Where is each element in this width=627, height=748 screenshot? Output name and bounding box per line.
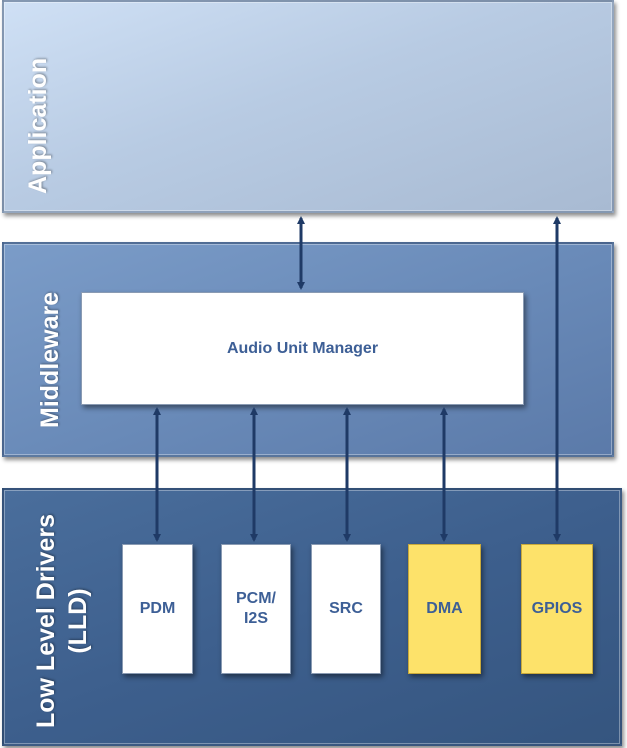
pdm-label: PDM [139,600,176,617]
pdm-driver-box: PDM [122,544,193,674]
src-label: SRC [329,600,363,617]
middleware-label: Middleware [36,291,64,428]
lld-label: Low Level Drivers (LLD) [30,514,94,728]
gpios-driver-box: GPIOS [521,544,593,674]
audio-unit-manager-label: Audio Unit Manager [226,339,379,357]
src-driver-box: SRC [311,544,381,674]
audio-unit-manager-box: Audio Unit Manager [81,292,524,405]
pcm-i2s-driver-box: PCM/ I2S [221,544,291,674]
lld-label-line1: Low Level Drivers [32,514,60,728]
application-label: Application [24,57,52,194]
dma-label: DMA [426,600,463,617]
pcm-i2s-label: PCM/ I2S [236,590,276,627]
lld-label-line2: (LLD) [64,588,92,654]
gpios-label: GPIOS [531,600,583,617]
application-layer [2,0,614,213]
dma-driver-box: DMA [408,544,481,674]
